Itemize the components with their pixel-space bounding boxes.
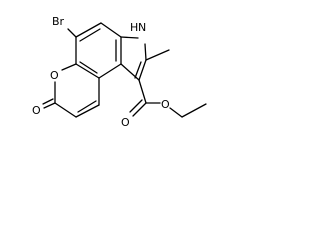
ester-carbonyl-oxygen-label: O [121,116,130,129]
structure-canvas: Br H N O O O O [0,0,221,149]
lactone-carbonyl-oxygen-label: O [32,104,41,117]
molecule-structure: Br H N O O O O [32,15,207,129]
ethyl-ester: O O [121,79,207,129]
pyranone-ring: O O [32,63,100,118]
bromine-label: Br [52,15,65,28]
ester-oxygen-label: O [161,98,170,111]
pyrrole-ring: H N [120,21,147,81]
methyl-bond [145,49,170,61]
nh-hydrogen-label: H [130,21,138,34]
ring-oxygen-label: O [50,69,59,82]
nitrogen-label: N [138,21,146,34]
bromine-substituent: Br [52,15,77,38]
benzene-ring [75,22,122,79]
